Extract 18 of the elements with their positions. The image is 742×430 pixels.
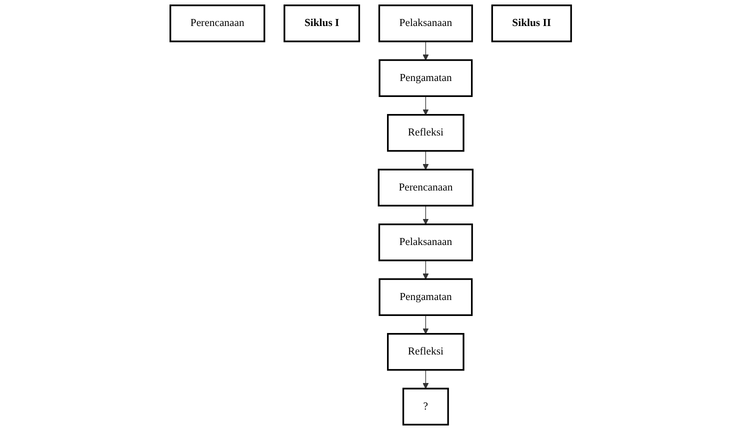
node-box: Siklus I (284, 4, 360, 42)
arrow (423, 314, 429, 334)
arrow (423, 150, 429, 170)
node-box: Pengamatan (378, 278, 473, 316)
node-box: Refleksi (387, 333, 465, 371)
arrow (423, 260, 429, 280)
node-box: Pengamatan (378, 59, 473, 97)
node-box: Refleksi (387, 114, 465, 152)
arrow (423, 41, 429, 60)
arrow (423, 96, 429, 116)
node-box: Perencanaan (378, 168, 474, 206)
node-box: Siklus II (492, 4, 572, 42)
node-box: Perencanaan (170, 4, 266, 42)
node-box: Pelaksanaan (378, 4, 474, 42)
arrow (423, 205, 429, 225)
arrow (423, 370, 429, 389)
node-box: ? (402, 388, 450, 426)
node-box: Pelaksanaan (378, 224, 474, 262)
